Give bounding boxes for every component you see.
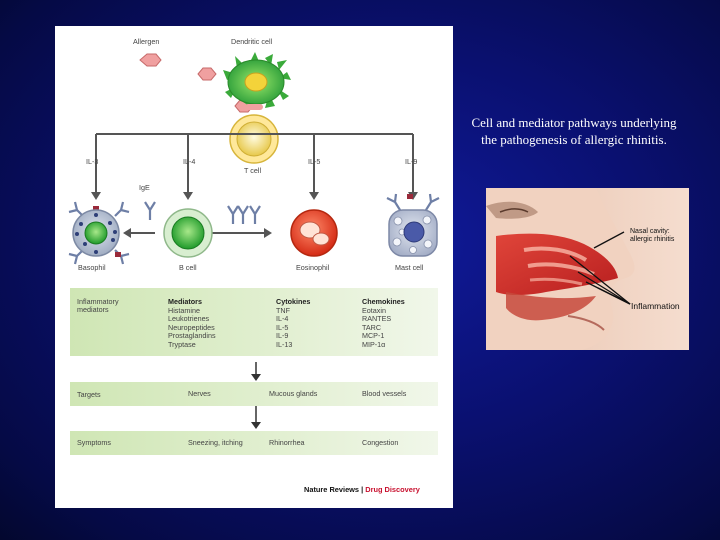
band-row-title: Targets [77, 390, 101, 399]
symptoms-band: Symptoms Sneezing, itching Rhinorrhea Co… [70, 431, 438, 455]
mhc-complex [245, 104, 263, 110]
targets-band: Targets Nerves Mucous glands Blood vesse… [70, 382, 438, 406]
t-cell-label: T cell [244, 166, 262, 175]
dendritic-cell-label: Dendritic cell [231, 37, 273, 46]
allergen-particle [139, 53, 162, 67]
list-item: TARC [362, 322, 382, 332]
credit-section: Drug Discovery [365, 485, 420, 494]
mast-cell [388, 209, 438, 257]
list-item: Rhinorrhea [269, 438, 305, 447]
cell-label-mast-cell: Mast cell [395, 263, 424, 272]
list-item: TNF [276, 305, 290, 315]
list-item: IL-4 [276, 314, 289, 323]
pathway-diagram-svg [68, 52, 440, 429]
slide-caption: Cell and mediator pathways underlying th… [471, 115, 677, 147]
eosinophil-cell [290, 209, 338, 257]
band-row-title: Inflammatory mediators [77, 297, 119, 315]
column-header: Chemokines [362, 297, 405, 306]
b-cell [163, 208, 213, 258]
ige-antibodies [68, 193, 440, 265]
band-row-title: Symptoms [77, 438, 111, 447]
list-item: MIP-1α [362, 339, 386, 349]
list-item: Blood vessels [362, 389, 407, 398]
allergen-label: Allergen [133, 37, 160, 46]
dendritic-cell [223, 52, 291, 108]
column-header: Mediators [168, 297, 202, 306]
list-item: Congestion [362, 438, 399, 447]
list-item: Eotaxin [362, 305, 386, 315]
basophil-cell [72, 209, 120, 257]
cell-label-b-cell: B cell [179, 263, 197, 272]
cytokine-label: IL-9 [405, 157, 418, 166]
nasal-cavity-illustration: Nasal cavity: allergic rhinitis Inflamma… [486, 188, 689, 350]
list-item: RANTES [362, 314, 392, 323]
list-item: IL-9 [276, 331, 289, 340]
credit-line: Nature Reviews | Drug Discovery [304, 485, 420, 494]
connector-lines [95, 133, 414, 234]
eye-region [486, 201, 538, 219]
list-item: IL-13 [276, 339, 293, 349]
allergen-crosslinks [93, 194, 413, 257]
mediators-band: Inflammatory mediators Mediators Histami… [70, 288, 438, 356]
cytokine-label: IL-3 [86, 157, 99, 166]
t-cell [229, 114, 279, 164]
list-item: Leukotrienes [168, 314, 210, 323]
cell-label-eosinophil: Eosinophil [296, 263, 330, 272]
band-arrowheads [251, 374, 261, 429]
allergen-particle [197, 67, 217, 81]
inflammation-arrows [569, 231, 631, 305]
list-item: Tryptase [168, 339, 196, 349]
nasal-illustration-svg [486, 188, 689, 350]
ige-label: IgE [139, 183, 150, 192]
credit-journal: Nature Reviews [304, 485, 360, 494]
list-item: Histamine [168, 305, 200, 315]
cell-label-basophil: Basophil [78, 263, 106, 272]
column-header: Cytokines [276, 297, 311, 306]
list-item: Mucous glands [269, 389, 318, 398]
list-item: Neuropeptides [168, 322, 215, 332]
list-item: MCP-1 [362, 331, 385, 340]
list-item: IL-5 [276, 322, 289, 332]
cytokine-label: IL-4 [183, 157, 196, 166]
nasal-cavity-label: Nasal cavity: allergic rhinitis [630, 228, 675, 243]
credit-separator: | [361, 485, 364, 494]
cytokine-label: IL-5 [308, 157, 321, 166]
pathway-figure: Allergen Dendritic cell T cell IgE IL-3 … [55, 26, 453, 508]
list-item: Prostaglandins [168, 331, 216, 340]
list-item: Nerves [188, 389, 211, 398]
list-item: Sneezing, itching [188, 438, 243, 447]
inflammation-label: Inflammation [631, 301, 680, 311]
